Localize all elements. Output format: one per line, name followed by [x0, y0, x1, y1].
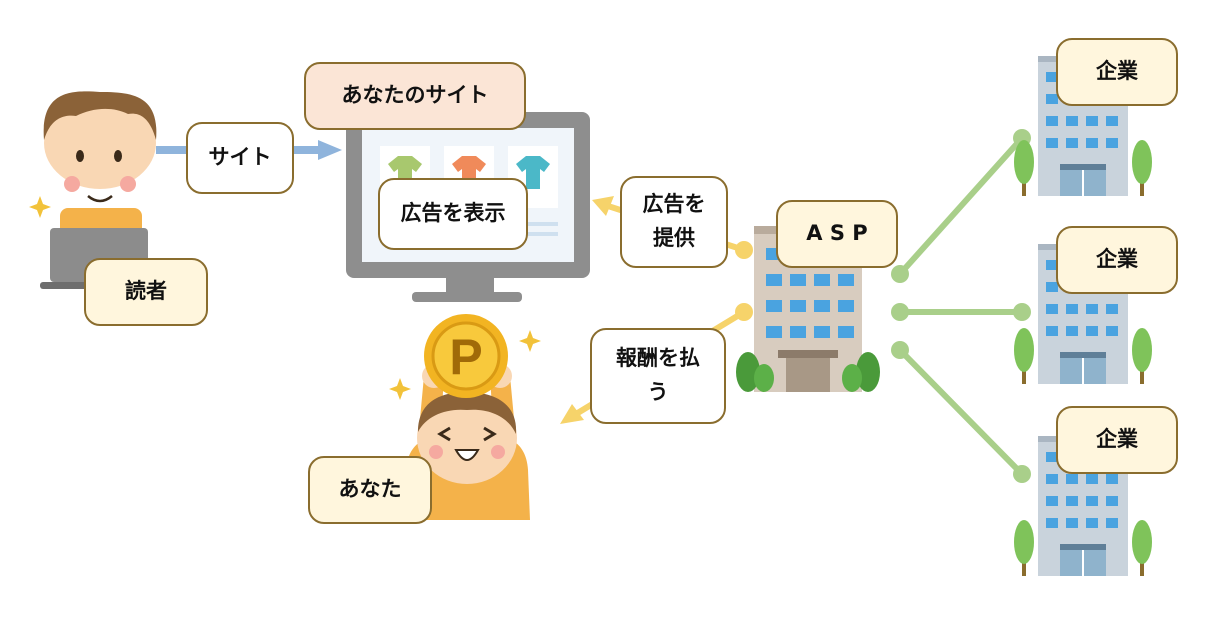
you-label: あなた: [308, 456, 432, 524]
company-label-1: 企業: [1056, 38, 1178, 106]
pay-reward-line-2: う: [647, 380, 669, 404]
pay-reward-line-1: 報酬を払: [616, 346, 700, 371]
reader-label: 読者: [84, 258, 208, 326]
sparkle-icon: [519, 330, 541, 352]
coin-letter: P: [449, 329, 482, 385]
site-arrow-label: サイト: [186, 122, 294, 194]
your-site-label: あなたのサイト: [304, 62, 526, 130]
coin-p-icon: P: [424, 314, 508, 398]
company-label-3: 企業: [1056, 406, 1178, 474]
show-ad-label: 広告を表示: [378, 178, 528, 250]
provide-ad-line-2: 提供: [653, 226, 695, 250]
pay-reward-label: 報酬を払 う: [590, 328, 726, 424]
sparkle-icon: [389, 378, 411, 400]
provide-ad-label: 広告を 提供: [620, 176, 728, 268]
company-label-2: 企業: [1056, 226, 1178, 294]
asp-label: A S P: [776, 200, 898, 268]
company-connectors: [891, 129, 1031, 483]
provide-ad-line-1: 広告を: [642, 192, 706, 217]
